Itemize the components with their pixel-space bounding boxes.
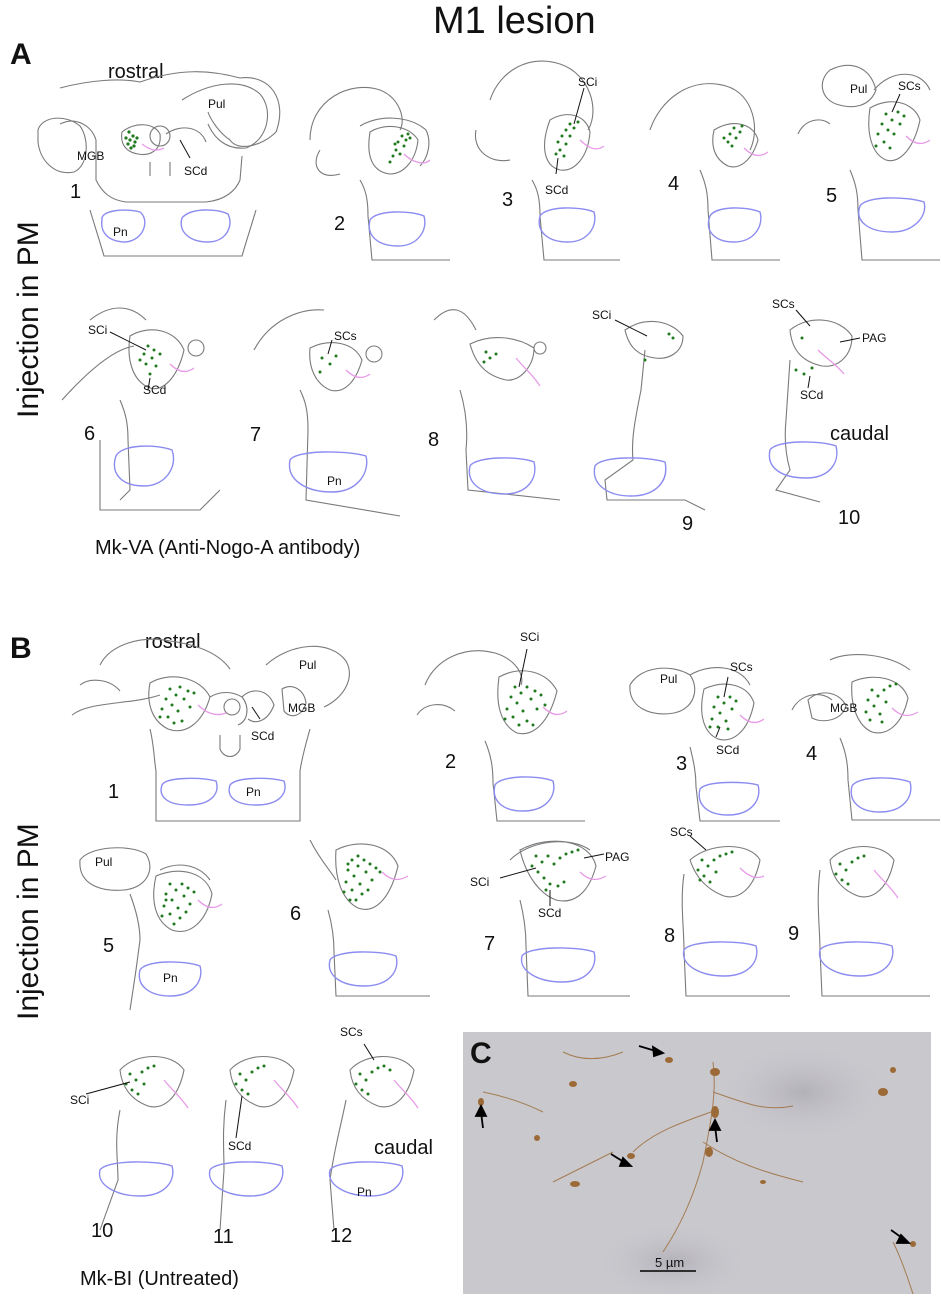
b11-scd-label: SCd xyxy=(228,1139,252,1153)
panel-b-section-8 xyxy=(681,835,790,997)
panel-a-section-10 xyxy=(768,309,861,503)
b-section-1-number: 1 xyxy=(108,781,120,803)
panel-b-subject-label: Mk-BI (Untreated) xyxy=(80,1268,239,1290)
panel-a-section-8 xyxy=(433,309,561,501)
a5-scs-label: SCs xyxy=(898,79,921,93)
b-section-10-number: 10 xyxy=(91,1220,114,1242)
panel-c-micrograph xyxy=(463,1032,931,1294)
b3-pul-label: Pul xyxy=(660,672,678,686)
panel-a-section-1 xyxy=(37,71,281,257)
panel-a-section-7 xyxy=(253,309,401,517)
a3-sci-label: SCi xyxy=(578,75,598,89)
a10-scs-label: SCs xyxy=(772,297,795,311)
figure-title: M1 lesion xyxy=(433,0,596,42)
panel-b-side-label: Injection in PM xyxy=(12,823,45,1020)
panel-b-section-2 xyxy=(416,648,585,822)
b7-sci-label: SCi xyxy=(470,875,490,889)
a9-sci-label: SCi xyxy=(592,308,612,322)
panel-b-rostral-label: rostral xyxy=(145,631,201,653)
b-section-2-number: 2 xyxy=(445,751,457,773)
b-section-5-number: 5 xyxy=(103,935,115,957)
panel-a-subject-label: Mk-VA (Anti-Nogo-A antibody) xyxy=(95,537,361,559)
b3-scs-label: SCs xyxy=(730,660,753,674)
a-section-10-number: 10 xyxy=(838,507,861,529)
a-section-7-number: 7 xyxy=(250,424,262,446)
b-section-12-number: 12 xyxy=(330,1225,353,1247)
a-section-3-number: 3 xyxy=(502,189,514,211)
panel-a-section-2 xyxy=(309,86,450,261)
panel-b-section-3 xyxy=(629,667,780,822)
b1-pul-label: Pul xyxy=(299,658,317,672)
b4-mgb-label: MGB xyxy=(830,701,858,715)
panel-a-caudal-label: caudal xyxy=(830,423,889,445)
panel-b-section-6 xyxy=(309,839,430,997)
panel-b-section-11 xyxy=(208,1055,299,1231)
a3-scd-label: SCd xyxy=(545,183,569,197)
panel-b-section-5 xyxy=(79,847,223,1011)
panel-a-section-9 xyxy=(593,319,706,511)
b2-sci-label: SCi xyxy=(520,630,540,644)
panel-b-section-12 xyxy=(328,1043,419,1231)
panel-b-section-4 xyxy=(791,654,940,821)
panel-b-caudal-label: caudal xyxy=(374,1137,433,1159)
panel-b-section-7 xyxy=(499,840,630,997)
b-section-3-number: 3 xyxy=(676,753,688,775)
a-section-6-number: 6 xyxy=(84,423,96,445)
a10-pag-label: PAG xyxy=(862,331,887,345)
b7-pag-label: PAG xyxy=(605,850,630,864)
b5-pul-label: Pul xyxy=(95,855,113,869)
a1-scd-label: SCd xyxy=(184,164,208,178)
b12-scs-label: SCs xyxy=(340,1025,363,1039)
b-section-7-number: 7 xyxy=(484,933,496,955)
a-section-2-number: 2 xyxy=(334,213,346,235)
a6-scd-label: SCd xyxy=(143,383,167,397)
a-section-1-number: 1 xyxy=(70,181,82,203)
b-section-11-number: 11 xyxy=(213,1226,234,1248)
a1-pn-label: Pn xyxy=(113,225,128,239)
panel-b-section-9 xyxy=(817,845,930,997)
a5-pul-label: Pul xyxy=(850,82,868,96)
b-section-8-number: 8 xyxy=(664,925,676,947)
panel-a-rostral-label: rostral xyxy=(108,61,164,83)
panel-a-section-5 xyxy=(797,64,940,261)
b1-scd-label: SCd xyxy=(251,729,275,743)
b1-mgb-label: MGB xyxy=(288,701,316,715)
scale-bar-label: 5 µm xyxy=(655,1255,685,1270)
b7-scd-label: SCd xyxy=(538,906,562,920)
a1-pul-label: Pul xyxy=(208,97,226,111)
b8-scs-label: SCs xyxy=(670,825,693,839)
a-section-8-number: 8 xyxy=(428,429,440,451)
b-section-4-number: 4 xyxy=(806,743,818,765)
panel-b-letter: B xyxy=(10,632,32,665)
b1-pn-label: Pn xyxy=(246,785,261,799)
b-section-9-number: 9 xyxy=(788,923,800,945)
b3-scd-label: SCd xyxy=(716,743,740,757)
panel-a-section-6 xyxy=(61,307,221,511)
a1-mgb-label: MGB xyxy=(77,149,105,163)
b10-sci-label: SCi xyxy=(70,1093,90,1107)
b-section-6-number: 6 xyxy=(290,903,302,925)
a10-scd-label: SCd xyxy=(800,388,824,402)
a7-scs-label: SCs xyxy=(334,329,357,343)
panel-a-section-4 xyxy=(649,83,780,261)
panel-b-section-10 xyxy=(85,1055,189,1231)
b12-pn-label: Pn xyxy=(357,1185,372,1199)
panel-a-letter: A xyxy=(10,38,32,71)
a-section-5-number: 5 xyxy=(826,185,838,207)
b5-pn-label: Pn xyxy=(163,971,178,985)
a6-sci-label: SCi xyxy=(88,323,108,337)
panel-b-section-1 xyxy=(71,638,350,822)
a-section-9-number: 9 xyxy=(682,513,694,535)
a7-pn-label: Pn xyxy=(327,474,342,488)
panel-a-section-3 xyxy=(474,60,620,261)
a-section-4-number: 4 xyxy=(668,173,680,195)
panel-c-letter: C xyxy=(470,1037,492,1070)
